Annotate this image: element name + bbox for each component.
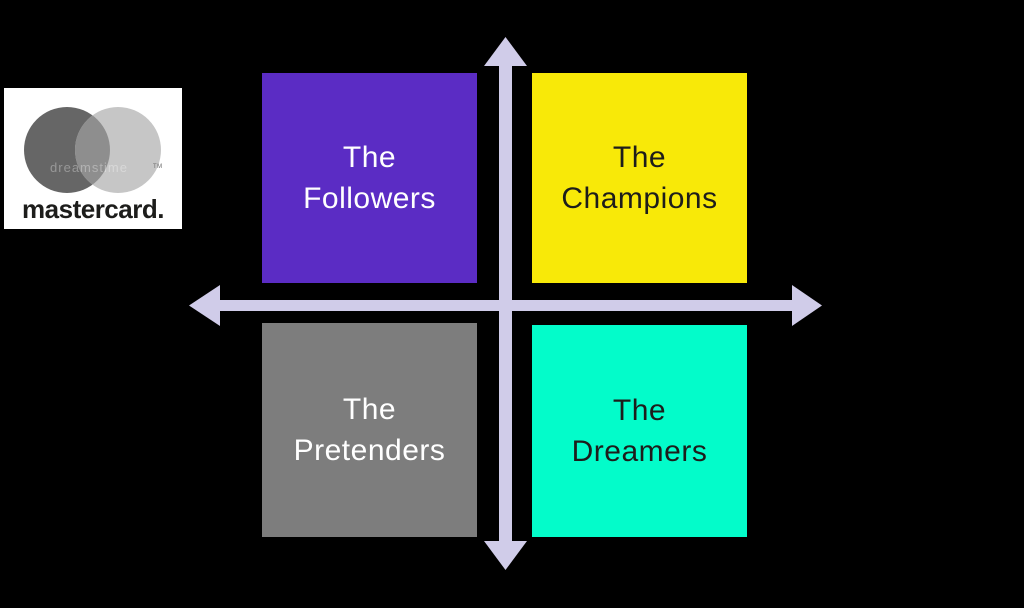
quadrant-pretenders-line2: Pretenders	[293, 434, 446, 467]
axis-left-arrowhead-icon	[189, 285, 220, 326]
trademark-symbol: TM	[153, 164, 163, 170]
vertical-axis-line	[499, 63, 512, 544]
mastercard-logo: dreamstime TM mastercard.	[4, 88, 182, 229]
quadrant-dreamers-line2: Dreamers	[571, 435, 708, 468]
quadrant-champions-line1: The	[612, 141, 667, 174]
mastercard-wordmark: mastercard.	[22, 194, 164, 224]
quadrant-followers-line1: The	[342, 141, 397, 174]
quadrant-pretenders-line1: The	[342, 393, 397, 426]
mastercard-overlap-icon	[75, 107, 110, 193]
quadrant-dreamers: The Dreamers	[532, 325, 747, 537]
mastercard-circles-icon	[24, 107, 161, 193]
quadrant-followers-line2: Followers	[303, 182, 436, 215]
quadrant-dreamers-line1: The	[612, 394, 667, 427]
quadrant-champions-line2: Champions	[561, 182, 718, 215]
axis-up-arrowhead-icon	[484, 37, 527, 66]
quadrant-champions: The Champions	[532, 73, 747, 283]
horizontal-axis-line	[215, 300, 795, 311]
axis-right-arrowhead-icon	[792, 285, 822, 326]
quadrant-pretenders: The Pretenders	[262, 323, 477, 537]
axis-down-arrowhead-icon	[484, 541, 527, 570]
quadrant-followers: The Followers	[262, 73, 477, 283]
